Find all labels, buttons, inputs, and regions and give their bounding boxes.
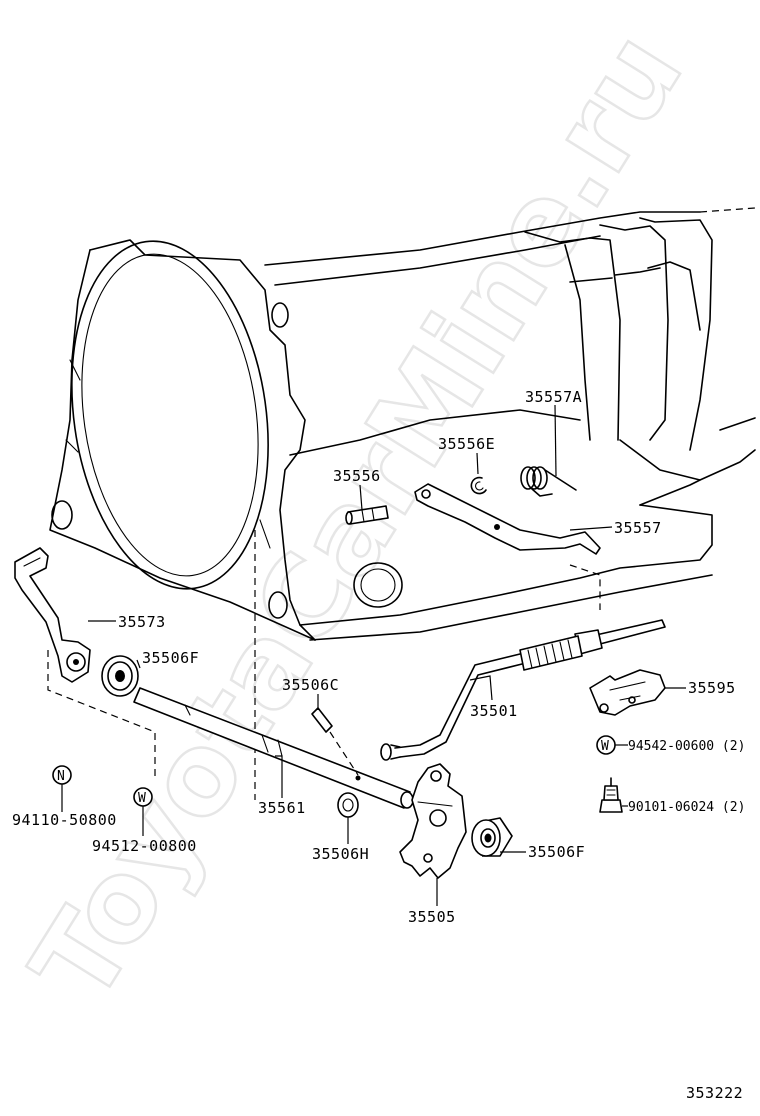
label-94512: 94512-00800	[92, 837, 197, 855]
washer-symbol-letter: W	[138, 791, 146, 806]
symbol-washer-94512: W	[133, 787, 153, 836]
e-ring-35556E	[470, 476, 487, 495]
label-35561: 35561	[258, 799, 306, 817]
shift-lever-35573	[14, 547, 156, 780]
nut-symbol-letter: N	[57, 769, 65, 784]
symbol-washer-94542: W	[596, 735, 628, 755]
label-94110: 94110-50800	[12, 811, 117, 829]
label-35501: 35501	[470, 702, 518, 720]
part-labels: 35557A 35556E 35556 35557 35573 35506F 3…	[12, 388, 745, 1102]
manual-valve-shaft-35561	[133, 687, 414, 809]
label-35506F-left: 35506F	[142, 649, 199, 667]
label-35506C: 35506C	[282, 676, 339, 694]
symbol-nut-94110: N	[52, 765, 72, 812]
label-90101: 90101-06024 (2)	[628, 800, 745, 815]
label-35556: 35556	[333, 467, 381, 485]
transmission-housing	[49, 207, 756, 800]
bolt-90101	[599, 777, 623, 813]
oil-seal-35506F-left	[101, 655, 139, 697]
lever-35557	[414, 483, 601, 555]
label-35506F-right: 35506F	[528, 843, 585, 861]
spring-35557A	[520, 466, 577, 497]
pin-35556	[345, 505, 389, 525]
label-35557A: 35557A	[525, 388, 582, 406]
cable-35501	[380, 619, 666, 761]
label-35505: 35505	[408, 908, 456, 926]
pin-35506C	[311, 707, 359, 776]
diagram-id: 353222	[686, 1084, 743, 1102]
leader-lines	[88, 404, 686, 906]
label-35556E: 35556E	[438, 435, 495, 453]
label-35557: 35557	[614, 519, 662, 537]
label-35595: 35595	[688, 679, 736, 697]
label-94542: 94542-00600 (2)	[628, 739, 745, 754]
label-35506H: 35506H	[312, 845, 369, 863]
oil-seal-35506F-right	[471, 817, 513, 857]
collar-35506H	[337, 792, 359, 818]
detent-plate-35505	[399, 763, 467, 879]
label-35573: 35573	[118, 613, 166, 631]
bracket-35595	[589, 669, 666, 716]
washer-symbol-letter-right: W	[601, 739, 609, 754]
